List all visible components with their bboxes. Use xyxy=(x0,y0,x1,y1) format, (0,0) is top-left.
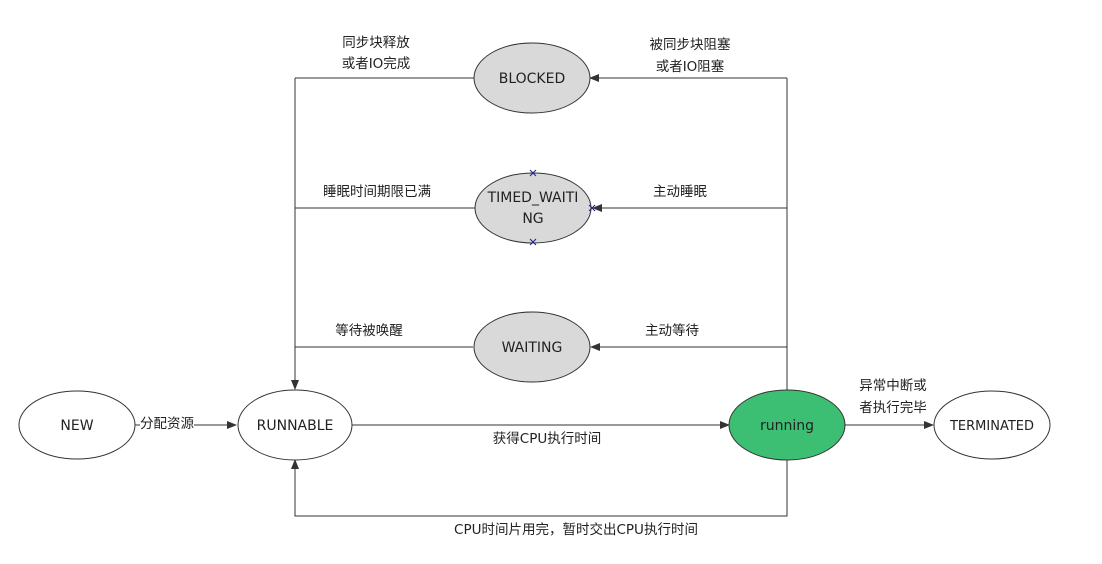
state-new-label: NEW xyxy=(60,418,93,434)
state-runnable-label: RUNNABLE xyxy=(257,418,334,434)
state-waiting xyxy=(473,311,591,383)
label-abort-1: 异常中断或 xyxy=(859,378,927,394)
state-runnable xyxy=(237,389,353,461)
label-blocked-out-1: 同步块释放 xyxy=(342,35,410,51)
label-get-cpu: 获得CPU执行时间 xyxy=(492,431,602,447)
label-blocked-out-2: 或者IO完成 xyxy=(341,56,411,72)
label-blocked-in-2: 或者IO阻塞 xyxy=(655,59,725,75)
state-timed-waiting xyxy=(474,172,592,244)
state-blocked xyxy=(473,42,591,114)
state-blocked-label: BLOCKED xyxy=(499,71,566,87)
state-waiting-label: WAITING xyxy=(502,340,563,356)
label-wait-in: 主动等待 xyxy=(645,323,699,339)
selection-handle-bottom[interactable] xyxy=(529,238,537,246)
state-timed-waiting-label-2: NG xyxy=(522,211,543,227)
label-allocate: 分配资源 xyxy=(140,414,194,435)
label-sleep-out: 睡眠时间期限已满 xyxy=(323,184,431,200)
label-abort-2: 者执行完毕 xyxy=(859,400,927,416)
selection-handle-right[interactable] xyxy=(588,204,596,212)
selection-handle-top[interactable] xyxy=(529,169,537,177)
label-wait-out: 等待被唤醒 xyxy=(335,323,403,339)
label-sleep-in: 主动睡眠 xyxy=(653,184,707,200)
state-running-label: running xyxy=(760,418,814,434)
state-terminated-label: TERMINATED xyxy=(949,419,1034,434)
state-new xyxy=(18,390,136,460)
state-running xyxy=(728,389,846,461)
edge-running-runnable-loop xyxy=(291,459,788,517)
state-timed-waiting-label-1: TIMED_WAITI xyxy=(487,190,579,206)
label-blocked-in-1: 被同步块阻塞 xyxy=(649,37,731,53)
label-yield-cpu: CPU时间片用完，暂时交出CPU执行时间 xyxy=(454,522,698,538)
state-terminated xyxy=(933,390,1051,460)
